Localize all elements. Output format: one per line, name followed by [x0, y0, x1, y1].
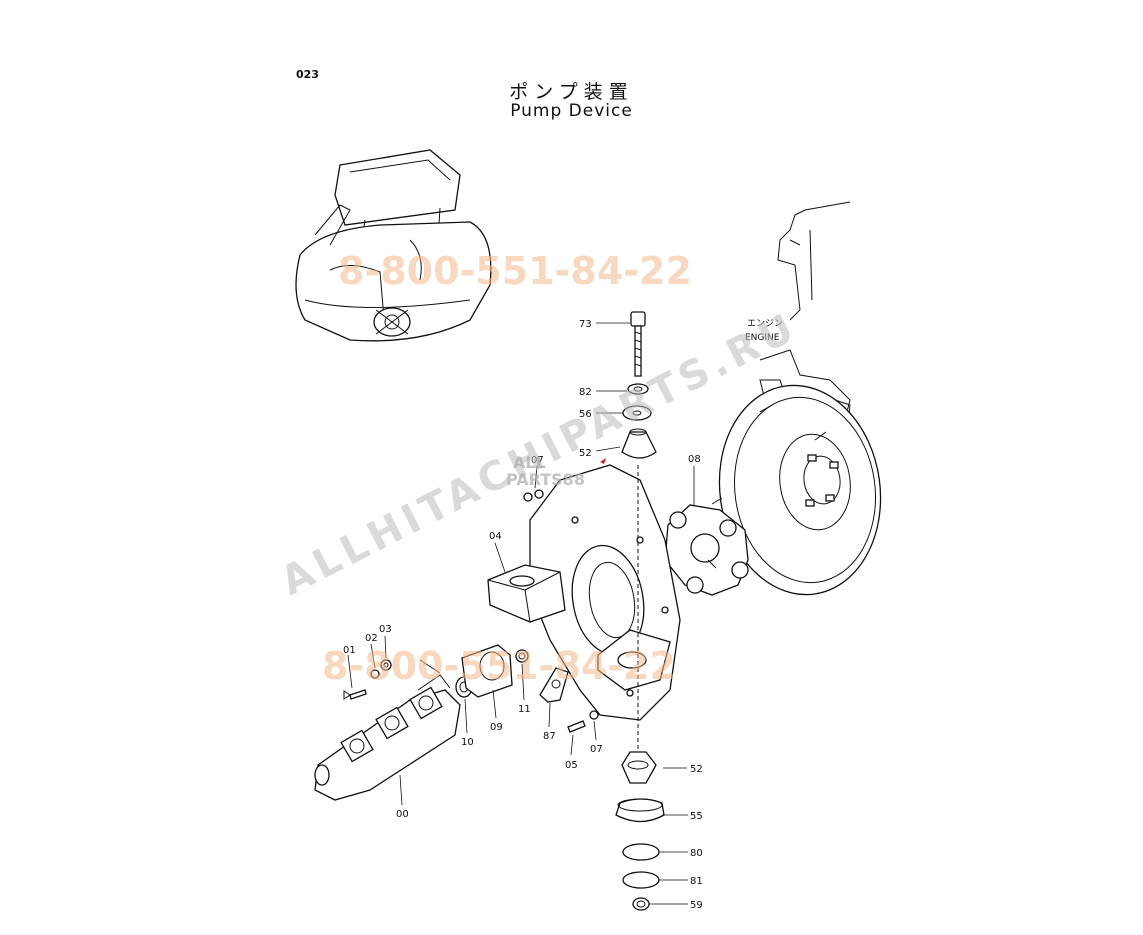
callout-87: 87 [543, 731, 556, 742]
engine-label-jp: エンジン [747, 319, 783, 329]
callout-11: 11 [518, 704, 531, 715]
callout-55: 55 [690, 811, 703, 822]
hydraulic-pump [314, 674, 461, 801]
flywheel [718, 384, 882, 596]
callout-03: 03 [379, 624, 392, 635]
callout-82: 82 [579, 387, 592, 398]
watermark-logo-top: ALL [513, 453, 546, 472]
callout-07-top: 07 [531, 455, 544, 466]
title-japanese: ポンプ装置 [509, 81, 634, 103]
callout-09: 09 [490, 722, 503, 733]
callout-05: 05 [565, 760, 578, 771]
callout-73: 73 [579, 319, 592, 330]
page-number: 023 [296, 68, 319, 81]
callout-59: 59 [690, 900, 703, 911]
mounting-plate [529, 464, 681, 721]
title-english: Pump Device [510, 101, 633, 121]
callout-00: 00 [396, 809, 409, 820]
callout-52-top: 52 [579, 448, 592, 459]
bracket [487, 564, 566, 623]
callout-labels: 73 82 56 52 07 08 04 01 02 03 10 09 11 8… [343, 319, 783, 911]
callout-56: 56 [579, 409, 592, 420]
callout-80: 80 [690, 848, 703, 859]
red-marker [600, 458, 606, 464]
callout-07-bottom: 07 [590, 744, 603, 755]
callout-52-bottom: 52 [690, 764, 703, 775]
callout-01: 01 [343, 645, 356, 656]
engine-label-en: ENGINE [745, 333, 780, 343]
mount-stack [615, 311, 665, 911]
callout-02: 02 [365, 633, 378, 644]
watermark-phone-bottom: 8-800-551-84-22 [322, 644, 676, 688]
callout-08: 08 [688, 454, 701, 465]
watermark-logo-bottom: PARTS88 [506, 470, 585, 489]
machine-thumbnail [295, 149, 492, 342]
coupling [664, 497, 749, 596]
watermark-phone-top: 8-800-551-84-22 [338, 249, 692, 293]
callout-81: 81 [690, 876, 703, 887]
callout-10: 10 [461, 737, 474, 748]
pump-hardware [343, 489, 599, 733]
callout-04: 04 [489, 531, 502, 542]
leader-lines [347, 322, 695, 905]
